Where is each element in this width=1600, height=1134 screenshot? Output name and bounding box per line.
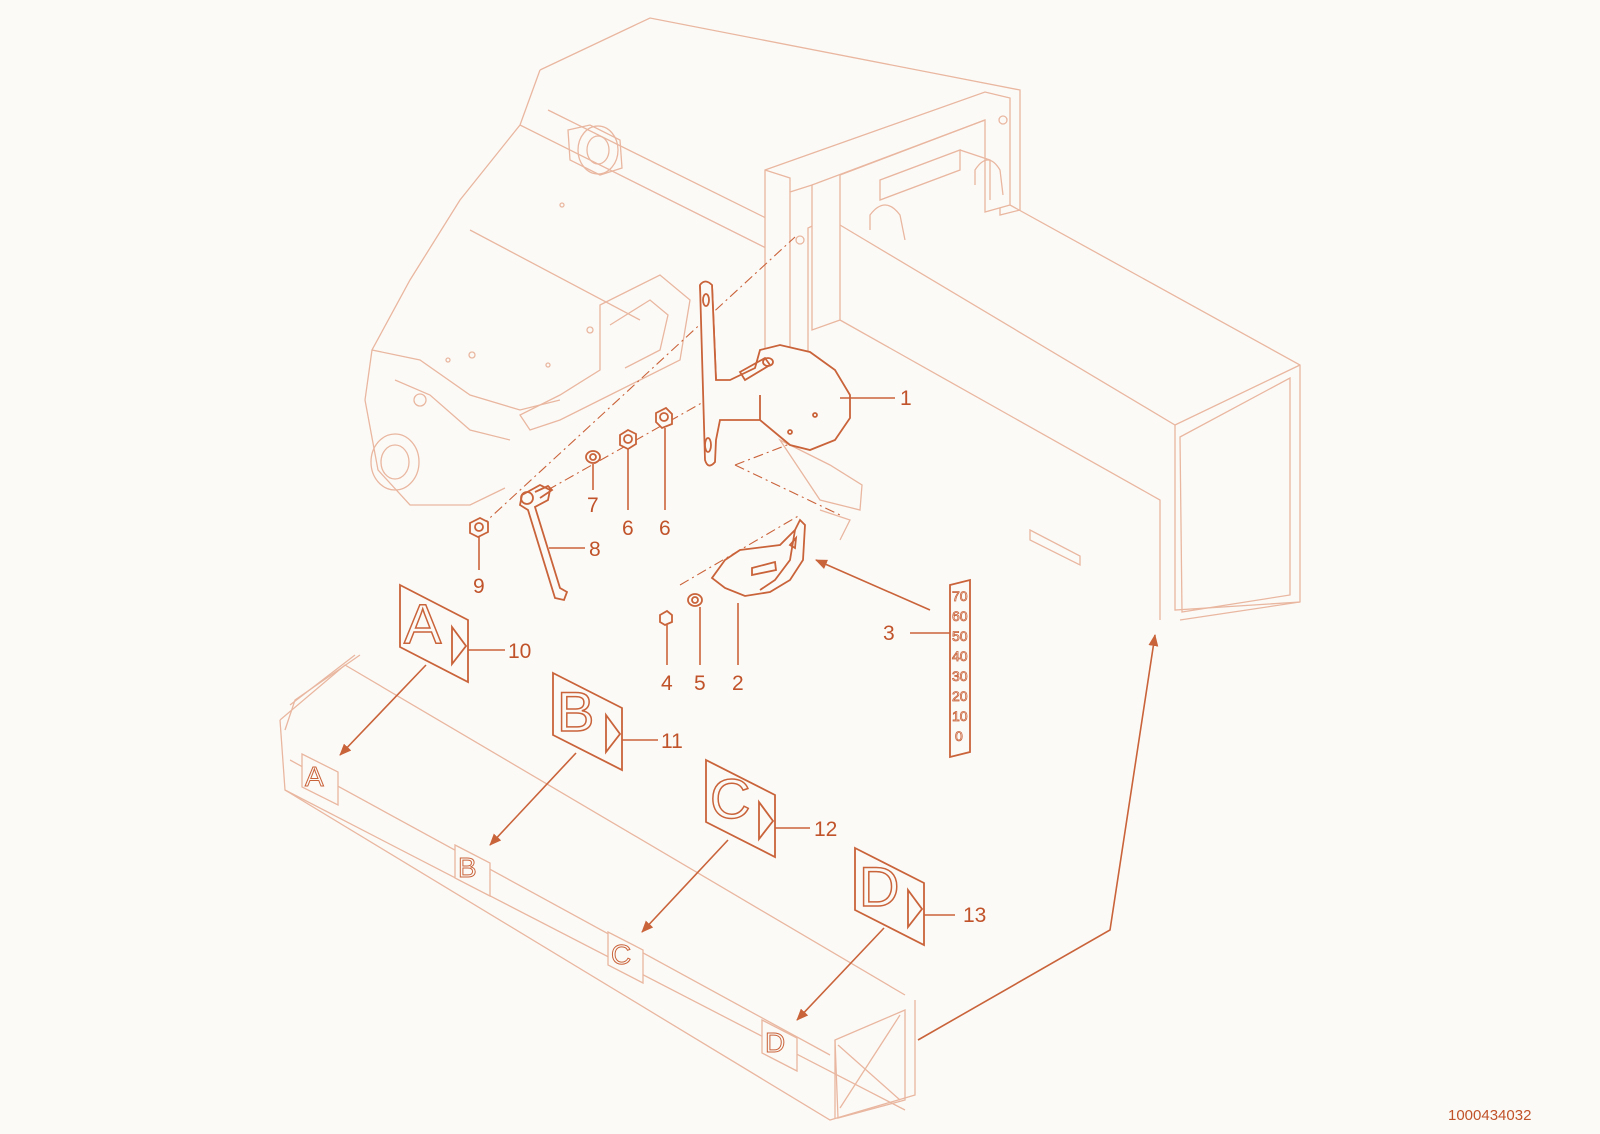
sign-d[interactable]: D (854, 846, 925, 947)
part-3-scale[interactable]: 70 60 50 40 30 20 10 0 (949, 578, 971, 759)
callout-1: 1 (900, 387, 912, 410)
callout-2: 2 (732, 672, 744, 695)
tube-sign-c: C (607, 930, 644, 985)
part-1-bracket[interactable] (699, 280, 851, 467)
callout-3: 3 (883, 622, 895, 645)
svg-text:D: D (859, 855, 899, 918)
document-number: 1000434032 (1448, 1107, 1532, 1124)
svg-text:C: C (710, 767, 750, 830)
tube-sign-a: A (301, 752, 339, 807)
scale-label-30: 30 (952, 668, 968, 684)
scale-label-50: 50 (952, 628, 968, 644)
sign-b[interactable]: B (552, 671, 623, 772)
tube-sign-b: B (454, 843, 491, 898)
callout-9: 9 (473, 575, 485, 598)
leader-lines (339, 397, 1159, 1041)
svg-text:D: D (765, 1027, 785, 1058)
callouts: 1 2 3 4 5 6 6 7 8 9 10 11 12 13 (473, 387, 986, 927)
svg-text:A: A (305, 761, 324, 792)
svg-text:B: B (458, 852, 477, 883)
machine-frame (364, 17, 1301, 621)
scale-label-60: 60 (952, 608, 968, 624)
callout-13: 13 (963, 904, 986, 927)
svg-text:B: B (557, 680, 594, 743)
part-2-scale-bracket[interactable] (710, 518, 806, 597)
callout-8: 8 (589, 538, 601, 561)
tube-sign-d: D (761, 1018, 798, 1073)
scale-label-0: 0 (955, 728, 963, 744)
scale-label-10: 10 (952, 708, 968, 724)
part-8-lever[interactable] (518, 483, 569, 602)
sign-c[interactable]: C (705, 758, 776, 859)
hardware (469, 406, 703, 627)
scale-label-20: 20 (952, 688, 968, 704)
lower-tube (279, 654, 916, 1121)
callout-7: 7 (587, 494, 599, 517)
callout-5: 5 (694, 672, 706, 695)
callout-6a: 6 (622, 517, 634, 540)
callout-6b: 6 (659, 517, 671, 540)
scale-label-70: 70 (952, 588, 968, 604)
callout-11: 11 (661, 730, 683, 753)
callout-12: 12 (814, 818, 837, 841)
svg-text:A: A (404, 592, 442, 655)
callout-4: 4 (661, 672, 673, 695)
callout-10: 10 (508, 640, 531, 663)
scale-label-40: 40 (952, 648, 968, 664)
svg-text:C: C (611, 939, 631, 970)
sign-a[interactable]: A (399, 583, 469, 684)
